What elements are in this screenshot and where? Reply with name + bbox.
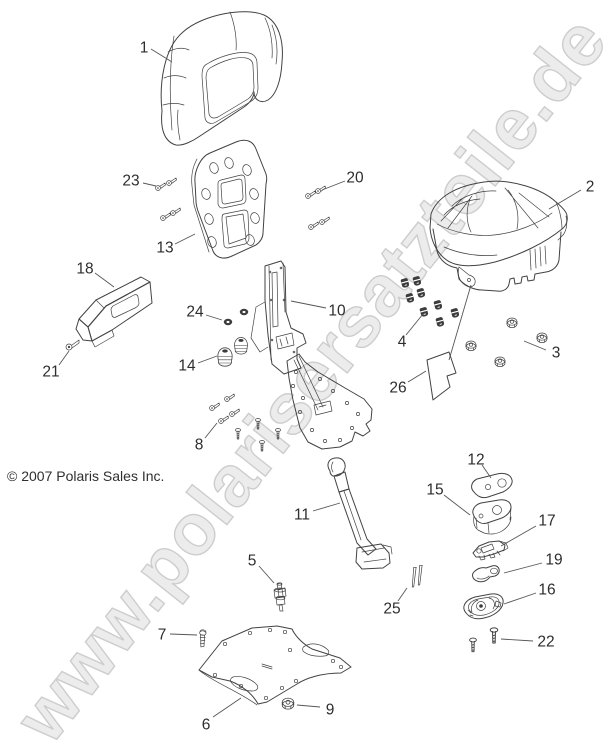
callout-number: 13 [156, 240, 173, 257]
callout-11: 11 [294, 502, 341, 524]
callout-7: 7 [158, 627, 198, 644]
part-screws-20 [305, 185, 330, 230]
part-seat-box [429, 180, 568, 361]
part-latch-assembly-16 [463, 593, 504, 620]
part-bumpers-14 [217, 337, 248, 367]
part-latch-lever [327, 457, 393, 570]
callout-number: 16 [538, 582, 555, 599]
callout-2: 2 [548, 179, 595, 210]
callout-12: 12 [467, 452, 492, 479]
callout-17: 17 [500, 513, 556, 547]
part-plate-12 [471, 472, 513, 499]
callout-number: 20 [346, 170, 364, 187]
callout-number: 1 [140, 40, 149, 57]
callout-9: 9 [296, 702, 335, 719]
part-base-plate [198, 625, 352, 706]
callout-number: 7 [158, 627, 167, 644]
callout-23: 23 [122, 173, 157, 190]
part-latch-17 [472, 540, 509, 561]
callout-number: 9 [326, 702, 335, 719]
part-bolt-21 [65, 339, 80, 351]
callout-number: 24 [186, 304, 204, 321]
callout-number: 4 [398, 334, 407, 351]
callout-number: 8 [195, 437, 204, 454]
callout-number: 14 [178, 358, 196, 375]
part-nut-9 [281, 697, 295, 710]
seat-latch-to-decal-line [448, 284, 472, 361]
callout-6: 6 [202, 697, 242, 734]
callout-number: 21 [42, 364, 59, 381]
callout-26: 26 [389, 370, 427, 397]
callout-number: 15 [426, 482, 443, 499]
callout-18: 18 [76, 261, 115, 288]
callout-number: 17 [538, 513, 555, 530]
callout-number: 10 [328, 303, 346, 320]
part-bolt-5 [273, 582, 287, 612]
callout-13: 13 [156, 233, 196, 257]
part-bracket-18 [75, 276, 153, 348]
part-decal [426, 351, 457, 401]
callout-16: 16 [503, 582, 556, 605]
callout-22: 22 [500, 634, 555, 651]
callout-19: 19 [503, 552, 563, 574]
part-spacer-15 [472, 499, 512, 535]
callout-number: 11 [294, 507, 310, 524]
callout-15: 15 [426, 482, 471, 516]
part-screw-7 [199, 629, 207, 648]
copyright-text: © 2007 Polaris Sales Inc. [7, 468, 164, 484]
callout-10: 10 [290, 300, 346, 320]
callout-number: 25 [383, 601, 400, 618]
callout-24: 24 [186, 304, 223, 321]
part-nuts-24 [223, 308, 249, 326]
callout-number: 26 [389, 380, 406, 397]
callout-number: 19 [545, 552, 562, 569]
part-screws-23 [155, 177, 181, 221]
part-nuts-3 [465, 317, 548, 367]
callout-5: 5 [248, 553, 275, 584]
callout-number: 18 [76, 261, 93, 278]
callouts: 1 2 3 4 5 6 7 8 9 10 11 12 13 14 15 16 1… [42, 40, 594, 734]
callout-21: 21 [42, 350, 70, 381]
callout-25: 25 [383, 587, 408, 618]
callout-number: 3 [552, 345, 561, 362]
callout-number: 12 [467, 452, 484, 469]
callout-number: 5 [248, 553, 257, 570]
part-seat-bracket [250, 260, 373, 450]
callout-1: 1 [140, 40, 173, 63]
part-screws-22 [469, 627, 499, 653]
part-backrest-cushion [160, 11, 283, 146]
part-hook-19 [472, 565, 500, 583]
callout-number: 22 [537, 634, 554, 651]
callout-8: 8 [195, 422, 218, 454]
callout-number: 23 [122, 173, 139, 190]
callout-20: 20 [321, 170, 364, 191]
callout-number: 2 [586, 179, 595, 196]
callout-14: 14 [178, 355, 218, 375]
callout-number: 6 [202, 717, 211, 734]
part-backrest-plate [191, 139, 268, 259]
callout-3: 3 [523, 340, 561, 362]
callout-4: 4 [398, 313, 424, 351]
part-pins-25 [409, 564, 424, 588]
